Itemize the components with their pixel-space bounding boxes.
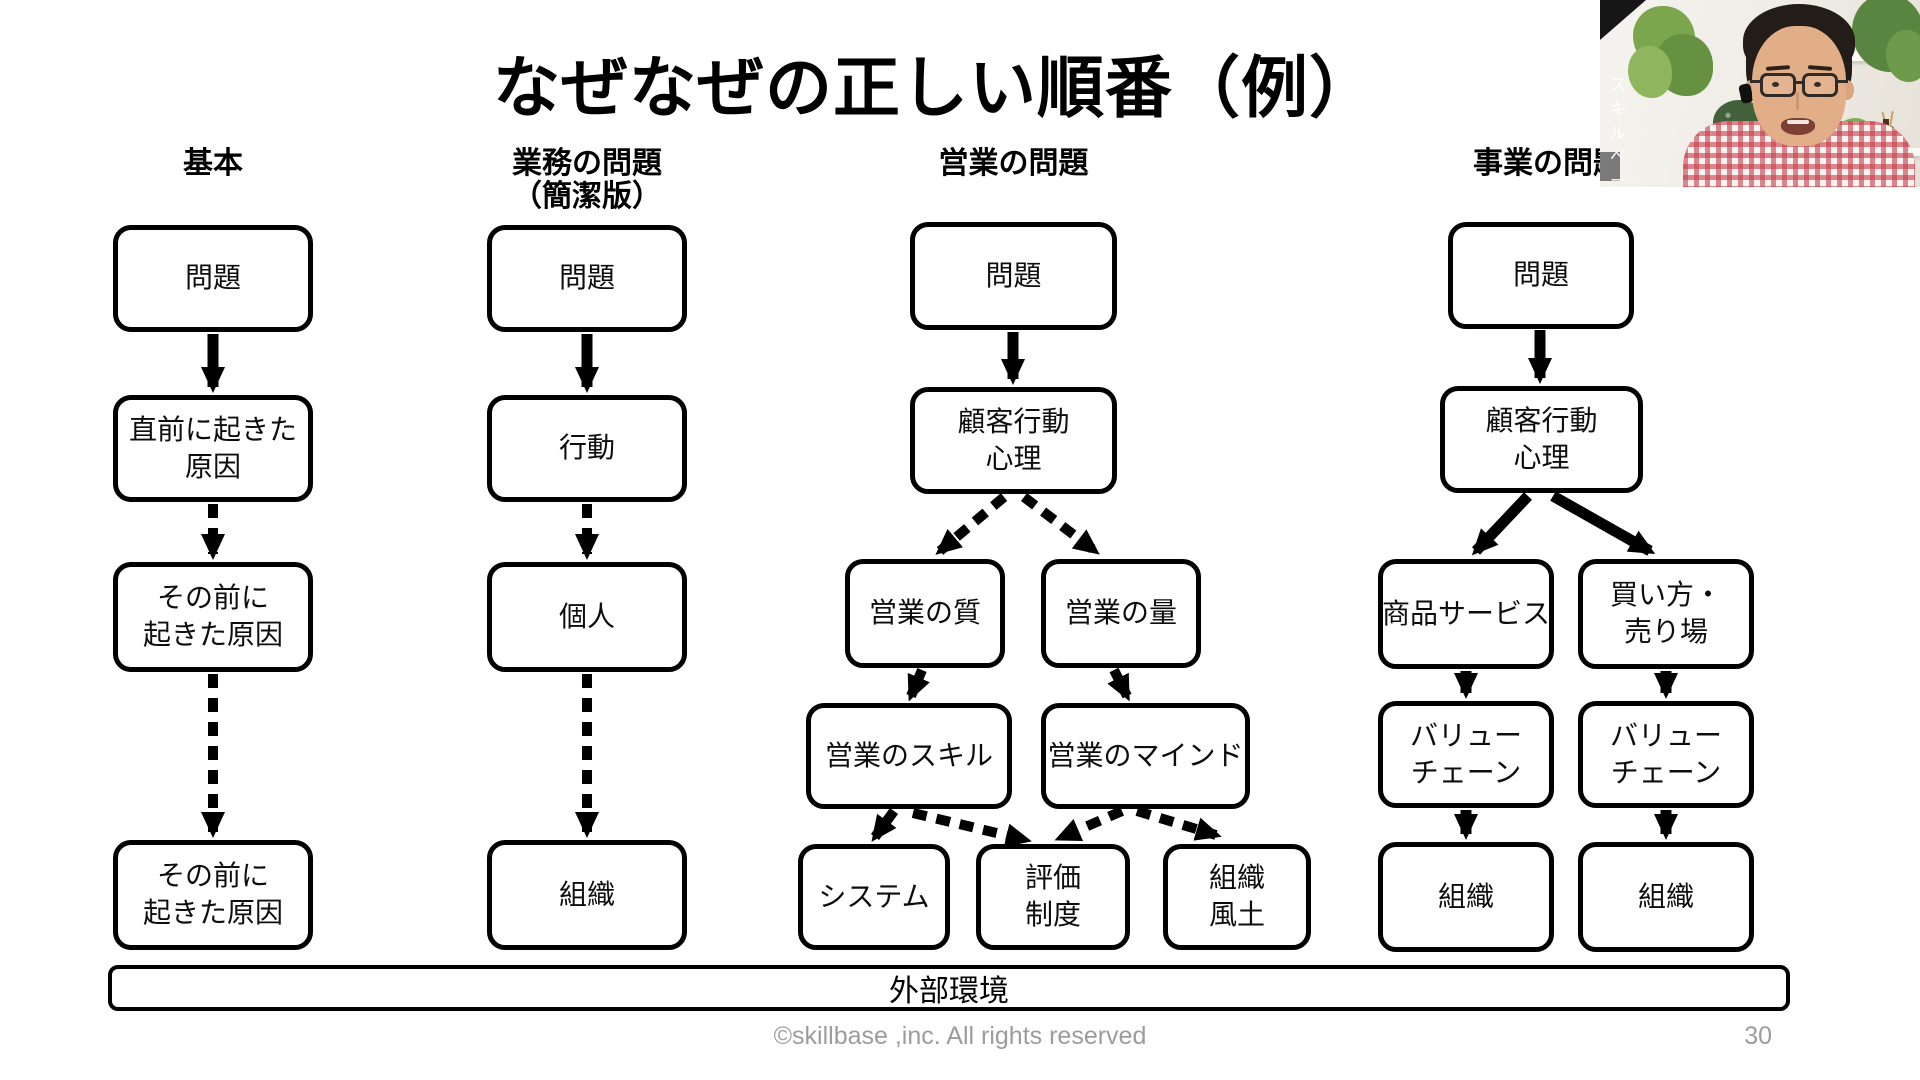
flow-box-basic-problem: 問題 (113, 225, 313, 332)
column-header-business-label: 事業の問題 (1473, 147, 1623, 180)
flow-box-biz-organization-2: 組織 (1578, 842, 1754, 952)
webcam-person-mouth (1787, 120, 1809, 124)
flow-box-biz-product: 商品サービス (1378, 559, 1554, 669)
flow-arrow-biz-2 (1471, 492, 1532, 556)
webcam-glasses (1750, 80, 1762, 83)
flow-box-sales-customer: 顧客行動 心理 (910, 387, 1117, 494)
webcam-glasses (1760, 73, 1796, 97)
flow-box-sales-volume: 営業の量 (1041, 559, 1201, 668)
webcam-shelf-upper (1795, 52, 1920, 61)
slide-title: なぜなぜの正しい順番（例） (493, 50, 1377, 126)
webcam-video-tile[interactable]: スキルベース高松 (1600, 0, 1920, 187)
flow-box-sales-problem: 問題 (910, 222, 1117, 330)
column-header-operations-label: 業務の問題 (512, 147, 662, 180)
flow-arrow-sales-8 (1054, 806, 1124, 843)
flow-box-ops-action: 行動 (487, 395, 687, 502)
column-header-basic-label: 基本 (183, 147, 243, 180)
copyright-text: ©skillbase ,inc. All rights reserved (773, 1022, 1147, 1050)
flow-box-biz-valuechain-1: バリュー チェーン (1378, 701, 1554, 808)
flow-arrow-sales-5 (1107, 667, 1132, 702)
column-header-basic: 基本 (113, 147, 313, 180)
flow-arrow-sales-7 (911, 808, 1032, 848)
webcam-person-nose (1796, 92, 1799, 110)
flow-box-biz-valuechain-2: バリュー チェーン (1578, 701, 1754, 808)
flow-box-sales-system: システム (798, 844, 950, 950)
webcam-name-badge: スキルベース高松 (1600, 77, 1626, 187)
flow-box-ops-organization: 組織 (487, 840, 687, 950)
flow-box-ops-problem: 問題 (487, 225, 687, 332)
webcam-glasses (1794, 81, 1804, 84)
flow-box-sales-mind: 営業のマインド (1041, 703, 1250, 809)
flow-arrow-sales-6 (870, 808, 899, 842)
flow-arrow-sales-9 (1135, 806, 1222, 841)
flow-box-ops-individual: 個人 (487, 562, 687, 672)
column-header-operations: 業務の問題 （簡潔版） (487, 147, 687, 213)
flow-box-basic-cause-3: その前に 起きた原因 (113, 840, 313, 950)
flow-box-basic-cause-1: 直前に起きた 原因 (113, 395, 313, 502)
column-header-sales: 営業の問題 (910, 147, 1117, 180)
webcam-glasses (1836, 80, 1848, 83)
flow-box-sales-evaluation: 評価 制度 (976, 844, 1130, 950)
flow-arrow-sales-2 (935, 493, 1008, 555)
flow-box-sales-skill: 営業のスキル (806, 703, 1012, 809)
webcam-diffuser-bottle (1883, 119, 1889, 127)
flow-box-biz-organization-1: 組織 (1378, 842, 1554, 952)
flow-box-biz-problem: 問題 (1448, 222, 1634, 329)
flow-box-basic-cause-2: その前に 起きた原因 (113, 562, 313, 672)
column-header-operations-sublabel: （簡潔版） (512, 180, 662, 213)
webcam-person-eye (1772, 82, 1779, 87)
flow-box-biz-customer: 顧客行動 心理 (1440, 386, 1643, 493)
column-header-business: 事業の問題 (1448, 147, 1648, 180)
flow-arrow-sales-3 (1020, 493, 1100, 555)
column-header-sales-label: 営業の問題 (938, 147, 1089, 180)
flow-arrow-sales-4 (906, 668, 930, 702)
webcam-person-eye (1814, 82, 1821, 87)
page-number: 30 (1744, 1022, 1772, 1050)
external-environment-bar: 外部環境 (108, 965, 1790, 1011)
flow-box-sales-quality: 営業の質 (845, 559, 1005, 668)
webcam-monstera-plant (1886, 30, 1920, 82)
flow-box-biz-buying: 買い方・ 売り場 (1578, 559, 1754, 669)
external-environment-label: 外部環境 (889, 975, 1009, 1008)
webcam-name-label: スキルベース高松 (1610, 76, 1627, 188)
flow-arrow-biz-3 (1550, 491, 1656, 556)
webcam-hanging-plant (1628, 46, 1672, 98)
webcam-glasses (1802, 73, 1838, 97)
flow-box-sales-culture: 組織 風土 (1163, 844, 1311, 950)
